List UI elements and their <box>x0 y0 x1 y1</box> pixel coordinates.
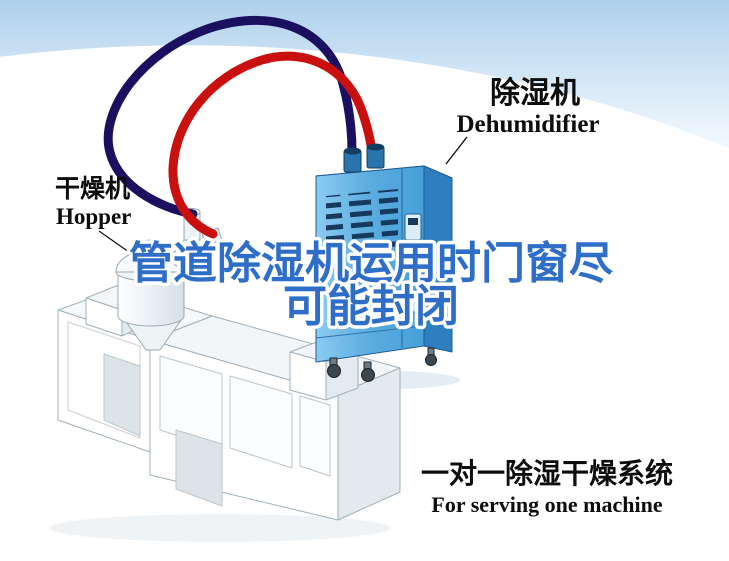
hopper-cap-top <box>140 239 162 249</box>
dehumidifier-label-en: Dehumidifier <box>456 111 599 138</box>
hopper-pointer-line <box>98 230 137 258</box>
machine-recess-panel <box>103 353 141 437</box>
dehumidifier-illustration <box>315 165 453 382</box>
overlay-headline: 管道除湿机运用时门窗尽 可能封闭 <box>126 236 617 335</box>
overlay-line1: 管道除湿机运用时门窗尽 <box>129 239 613 288</box>
dryer-label-en: Hopper <box>56 204 131 229</box>
dehumidifier-casters <box>327 347 437 382</box>
system-label-cn: 一对一除湿干燥系统 <box>421 457 673 489</box>
machine-panel <box>299 395 331 477</box>
system-label-en: For serving one machine <box>431 492 662 517</box>
caster-wheel <box>361 368 375 382</box>
machine-shadow <box>50 514 390 542</box>
dehumidifier-side-face <box>423 165 453 353</box>
caster-stem <box>427 347 435 356</box>
dehumidifier-button <box>406 249 412 255</box>
dehumidifier-pointer-line <box>445 136 468 165</box>
caster-wheel <box>425 354 437 366</box>
dryer-machine-illustration <box>57 285 401 521</box>
dry-air-hose <box>103 15 357 219</box>
hose-connectors <box>343 143 385 173</box>
dehumidifier-outlet <box>402 299 422 313</box>
dryer-label-cn: 干燥机 <box>55 175 130 203</box>
dehumidifier-control-panel <box>404 213 422 241</box>
dehumidifier-vent-grille <box>326 189 398 270</box>
dehumidifier-button <box>414 249 420 255</box>
return-air-hose <box>168 51 377 239</box>
hopper-body <box>117 269 185 327</box>
dehumidifier-display <box>408 218 418 225</box>
machine-main-cabinet <box>149 315 401 521</box>
hose-connector-cap <box>367 143 384 151</box>
dehumidifier-label-cn: 除湿机 <box>490 76 580 110</box>
overlay-line2: 可能封闭 <box>283 282 459 331</box>
hose-connector-cap <box>344 147 361 155</box>
machine-panel <box>229 375 293 469</box>
duct-hoses <box>103 15 377 239</box>
swoosh-edge-line <box>0 45 729 152</box>
dehumidifier-bottom-seam <box>315 325 425 339</box>
caster-wheel <box>327 364 341 378</box>
hopper-illustration <box>115 208 223 351</box>
machine-panel-outline <box>67 321 141 439</box>
machine-recess-panel <box>175 429 223 507</box>
